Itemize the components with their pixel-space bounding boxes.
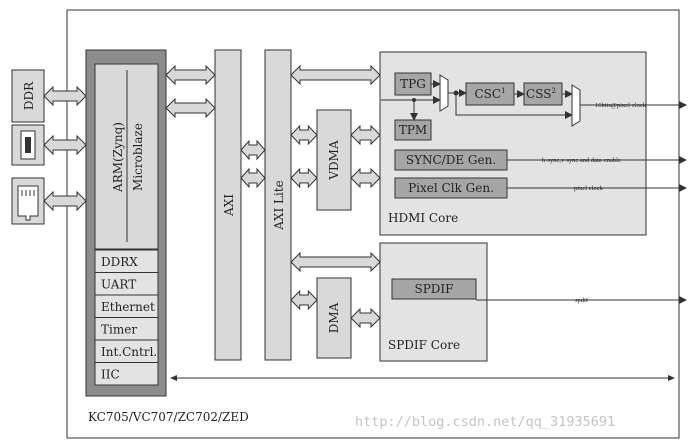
ethernet-connector-icon <box>11 177 45 225</box>
hdmi-core-title: HDMI Core <box>388 211 458 225</box>
processor-alt: Microblaze <box>131 123 145 191</box>
double-arrow <box>43 85 87 107</box>
peripheral-label: DDRX <box>101 255 138 269</box>
dma-label: DMA <box>327 302 341 333</box>
watermark: http://blog.csdn.net/qq_31935691 <box>355 414 615 430</box>
peripheral-label: Int.Cntrl. <box>101 345 157 359</box>
axi-lite-bus: AXI Lite <box>264 49 292 361</box>
spdif-label: SPDIF <box>415 282 454 296</box>
peripheral-label: Ethernet <box>101 300 155 314</box>
peripheral-label: Timer <box>101 323 137 337</box>
axi-lite-label: AXI Lite <box>272 180 286 231</box>
tpg-label: TPG <box>400 77 426 91</box>
axi-label: AXI <box>222 194 236 217</box>
pixel-clk-gen-label: Pixel Clk Gen. <box>408 181 494 195</box>
board-label: KC705/VC707/ZC702/ZED <box>88 410 249 424</box>
css-label: CSS2 <box>526 87 556 101</box>
peripheral-label: UART <box>101 278 136 292</box>
hdmi-core: HDMI Core TPG TPM CSC1 CSS2 16bits@pixel… <box>379 51 687 236</box>
processor-name: ARM(Zynq) <box>111 122 125 193</box>
csc-label: CSC1 <box>474 87 505 101</box>
ddr-device: DDR <box>11 69 45 123</box>
dma-block: DMA <box>316 277 352 359</box>
axi-bus: AXI <box>214 49 242 361</box>
output-video-label: 16bits@pixel-clock <box>595 102 647 109</box>
output-clk-label: pixel clock <box>574 185 603 192</box>
peripheral-row <box>94 362 159 386</box>
mux-1 <box>439 74 449 112</box>
tpm-label: TPM <box>399 123 427 137</box>
spdif-block <box>391 278 477 300</box>
double-arrow <box>43 134 87 156</box>
spdif-core-title: SPDIF Core <box>388 338 460 352</box>
double-arrow <box>43 190 87 212</box>
ddr-label: DDR <box>22 81 36 110</box>
mux-2 <box>571 84 581 127</box>
spdif-core: SPDIF SPDIF Core spdif <box>379 242 687 362</box>
hdmi-connector-icon <box>11 124 45 166</box>
processor-block: ARM(Zynq) Microblaze DDRX UART EthernetTim… <box>85 49 167 397</box>
output-spdif-label: spdif <box>575 297 589 304</box>
vdma-block: VDMA <box>316 109 352 211</box>
vdma-label: VDMA <box>327 140 341 181</box>
sync-de-gen-label: SYNC/DE Gen. <box>406 153 496 167</box>
bus-arrows <box>43 64 381 329</box>
peripheral-label: IIC <box>101 368 120 382</box>
output-sync-label: h-sync,v-sync and data-enable <box>542 157 621 164</box>
